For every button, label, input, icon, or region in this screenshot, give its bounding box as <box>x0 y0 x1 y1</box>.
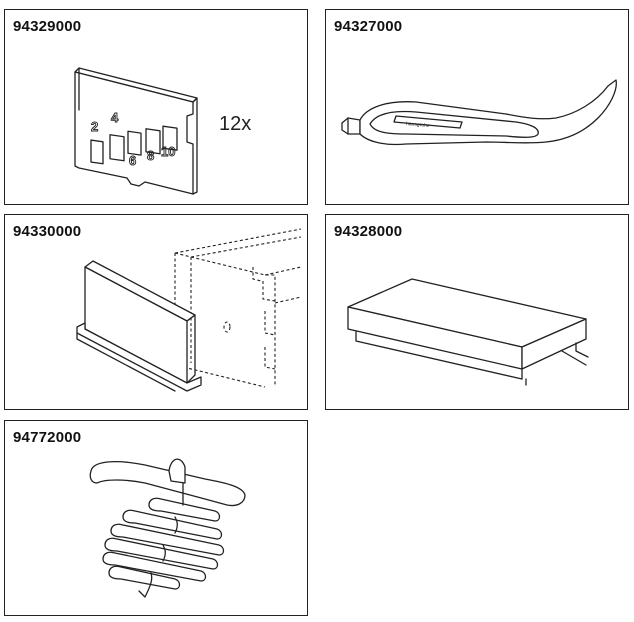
tool-brand-label: hansgrohe <box>406 121 430 129</box>
part-panel-94328000: 94328000 <box>325 214 629 410</box>
gauge-number-8: 8 <box>147 148 154 163</box>
quantity-label: 12x <box>219 113 252 135</box>
part-number: 94329000 <box>13 18 82 35</box>
gauge-number-10: 10 <box>161 144 175 159</box>
part-number: 94330000 <box>13 223 82 240</box>
part-number: 94328000 <box>334 223 403 240</box>
part-number: 94327000 <box>334 18 403 35</box>
part-panel-94772000: 94772000 <box>4 420 308 616</box>
gauge-number-4: 4 <box>111 110 119 125</box>
drawer-alignment-illustration <box>76 228 302 392</box>
lever-tool-illustration: hansgrohe <box>341 79 617 146</box>
part-panel-94329000: 94329000 12x 2 4 6 8 10 <box>4 9 308 205</box>
spacer-gauge-illustration: 2 4 6 8 10 <box>74 67 198 195</box>
gauge-number-2: 2 <box>91 119 98 134</box>
part-panel-94327000: 94327000 hansgrohe <box>325 9 629 205</box>
part-panel-94330000: 94330000 <box>4 214 308 410</box>
spacer-block-illustration <box>347 278 589 386</box>
shim-set-illustration <box>89 458 246 598</box>
part-number: 94772000 <box>13 429 82 446</box>
gauge-number-6: 6 <box>129 153 136 168</box>
